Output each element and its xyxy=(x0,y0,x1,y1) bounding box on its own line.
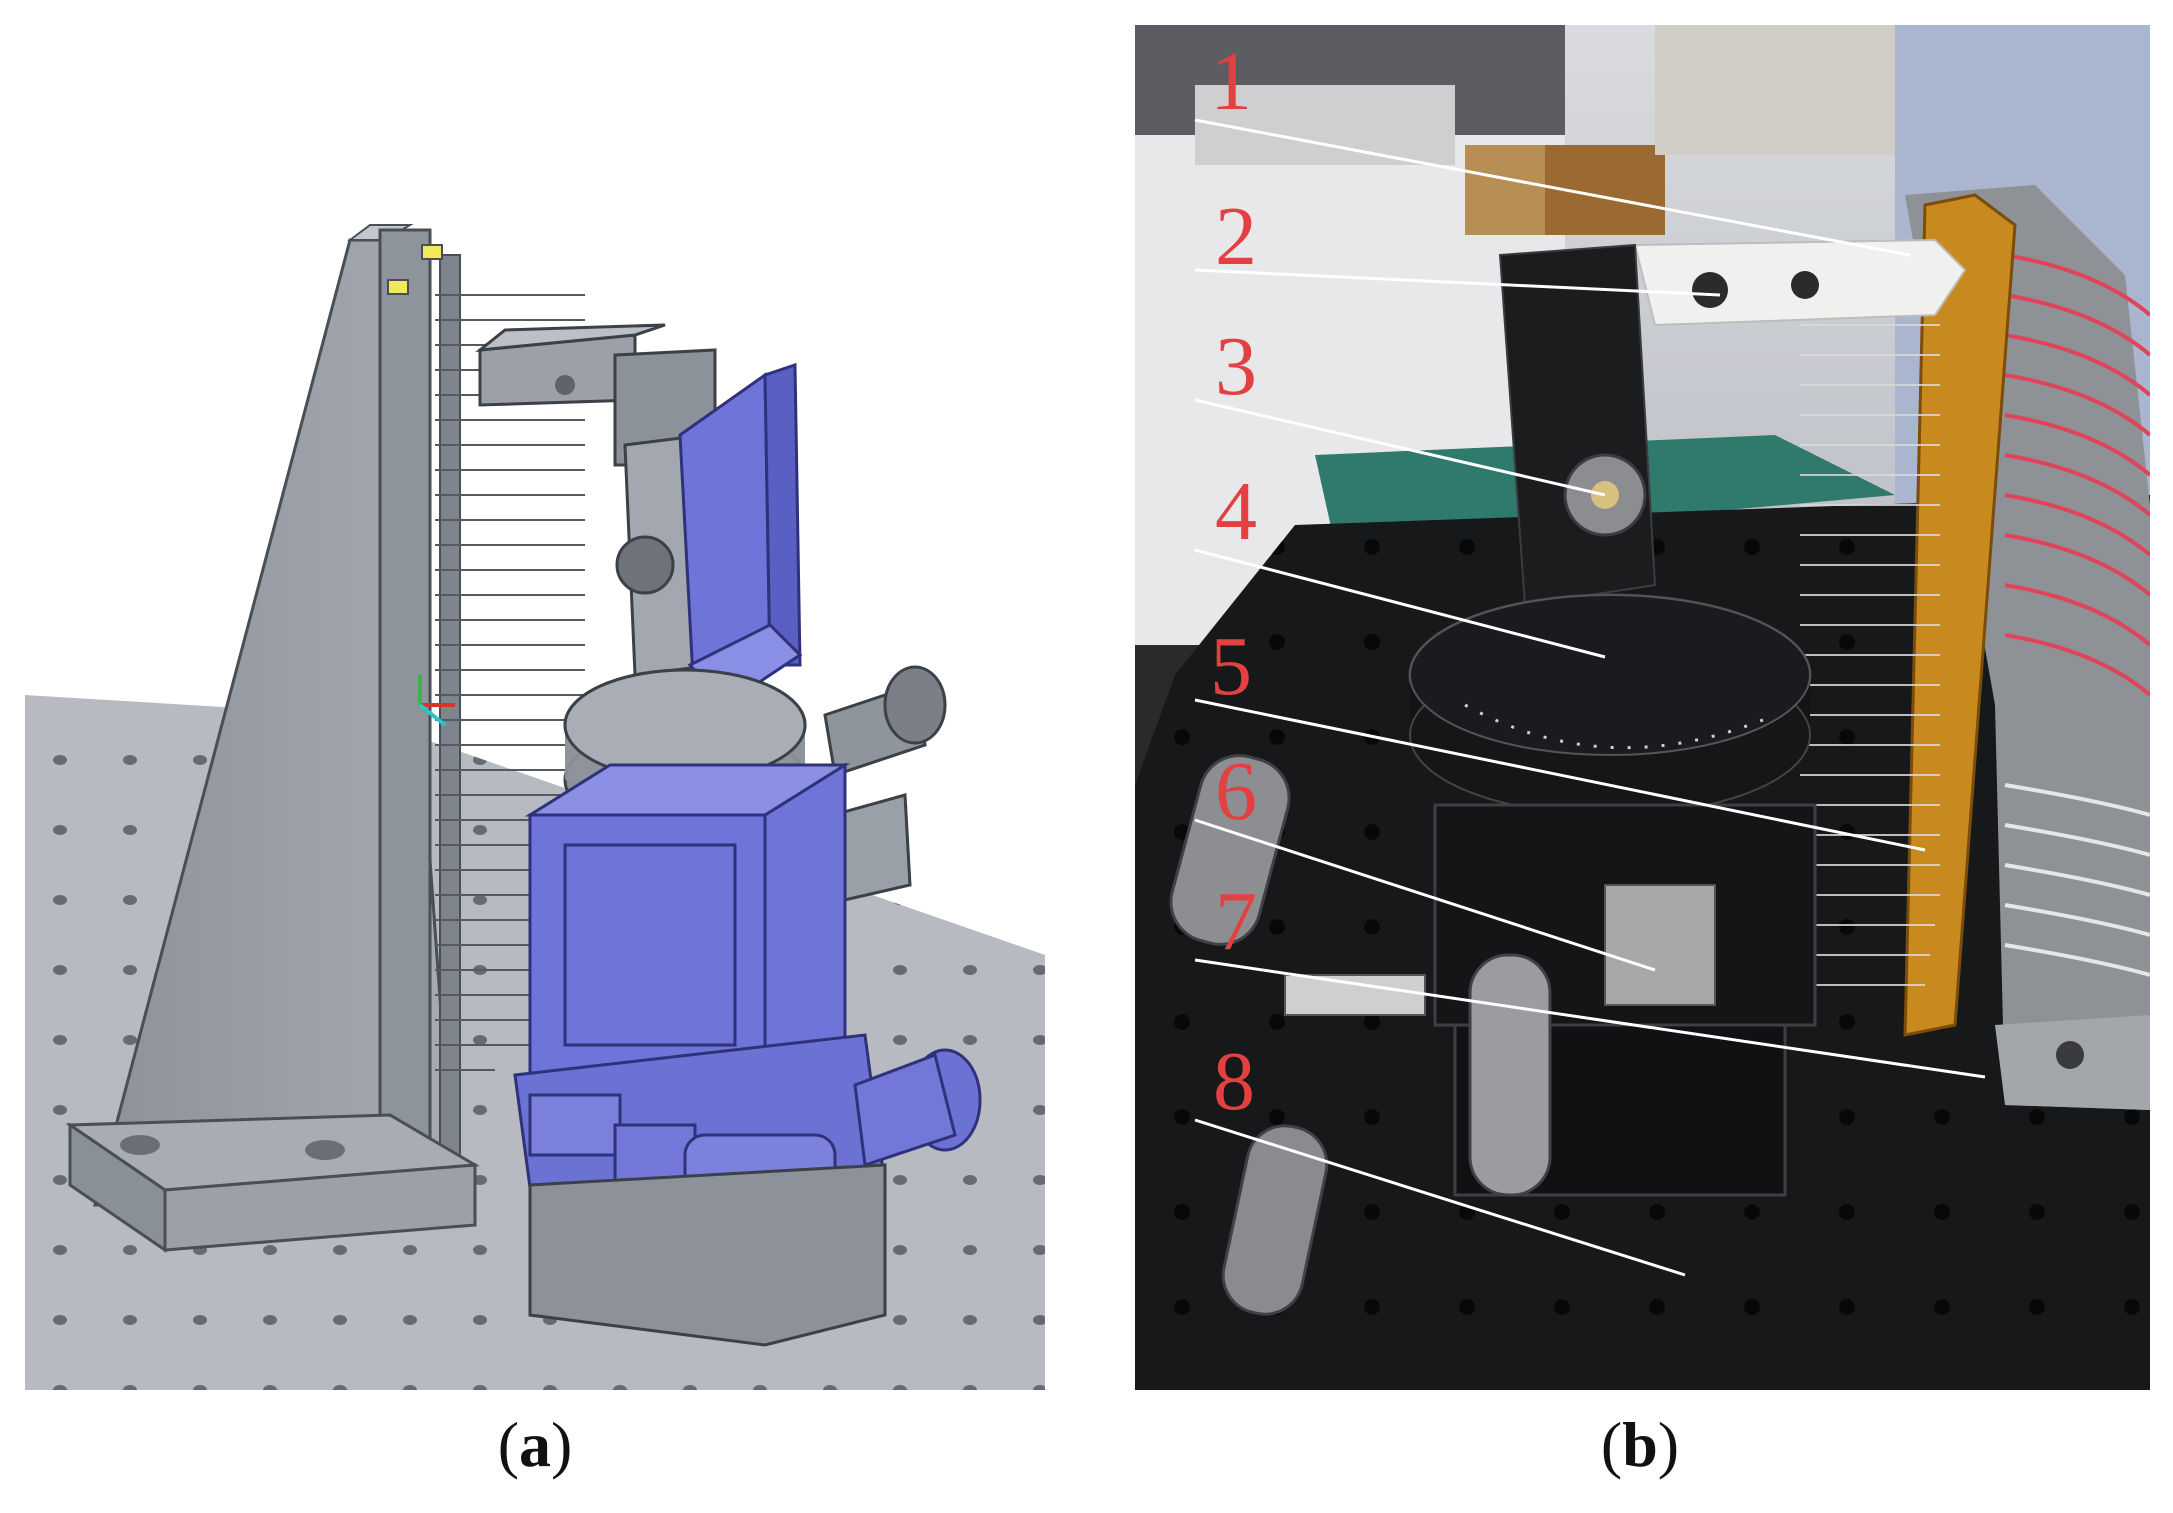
callout-number-5: 5 xyxy=(1210,620,1252,713)
caption-letter-a: a xyxy=(519,1409,551,1480)
fiber-array-tape xyxy=(1903,193,2017,1037)
wire-bundle xyxy=(2004,253,2150,977)
cad-assembly-drawing xyxy=(25,224,1045,1390)
callout-leader-lines xyxy=(1194,118,1986,1277)
micrometer-left-lower xyxy=(1221,1124,1329,1316)
callout-number-2: 2 xyxy=(1215,190,1257,283)
callout-number-4: 4 xyxy=(1215,465,1257,558)
micrometer-left-upper xyxy=(1169,754,1291,946)
fiber-array xyxy=(1800,324,1940,986)
callout-number-6: 6 xyxy=(1215,745,1257,838)
callout-number-8: 8 xyxy=(1213,1035,1255,1128)
experimental-setup-photo xyxy=(1135,25,2150,1390)
stage-base-plate xyxy=(528,1163,887,1347)
caption-panel-a: (a) xyxy=(497,1409,573,1480)
callout-number-1: 1 xyxy=(1210,35,1252,128)
caption-panel-b: (b) xyxy=(1600,1409,1680,1480)
caption-letter-b: b xyxy=(1622,1409,1658,1480)
micrometer-center xyxy=(1468,953,1552,1197)
panel-b-photo: 1 2 3 4 5 6 7 8 xyxy=(1135,25,2150,1390)
coordinate-axes-marker xyxy=(418,675,455,727)
panel-a-cad-render xyxy=(25,25,1045,1390)
black-vertical-mount xyxy=(1498,243,1657,607)
callout-number-7: 7 xyxy=(1215,875,1257,968)
callout-number-3: 3 xyxy=(1215,320,1257,413)
